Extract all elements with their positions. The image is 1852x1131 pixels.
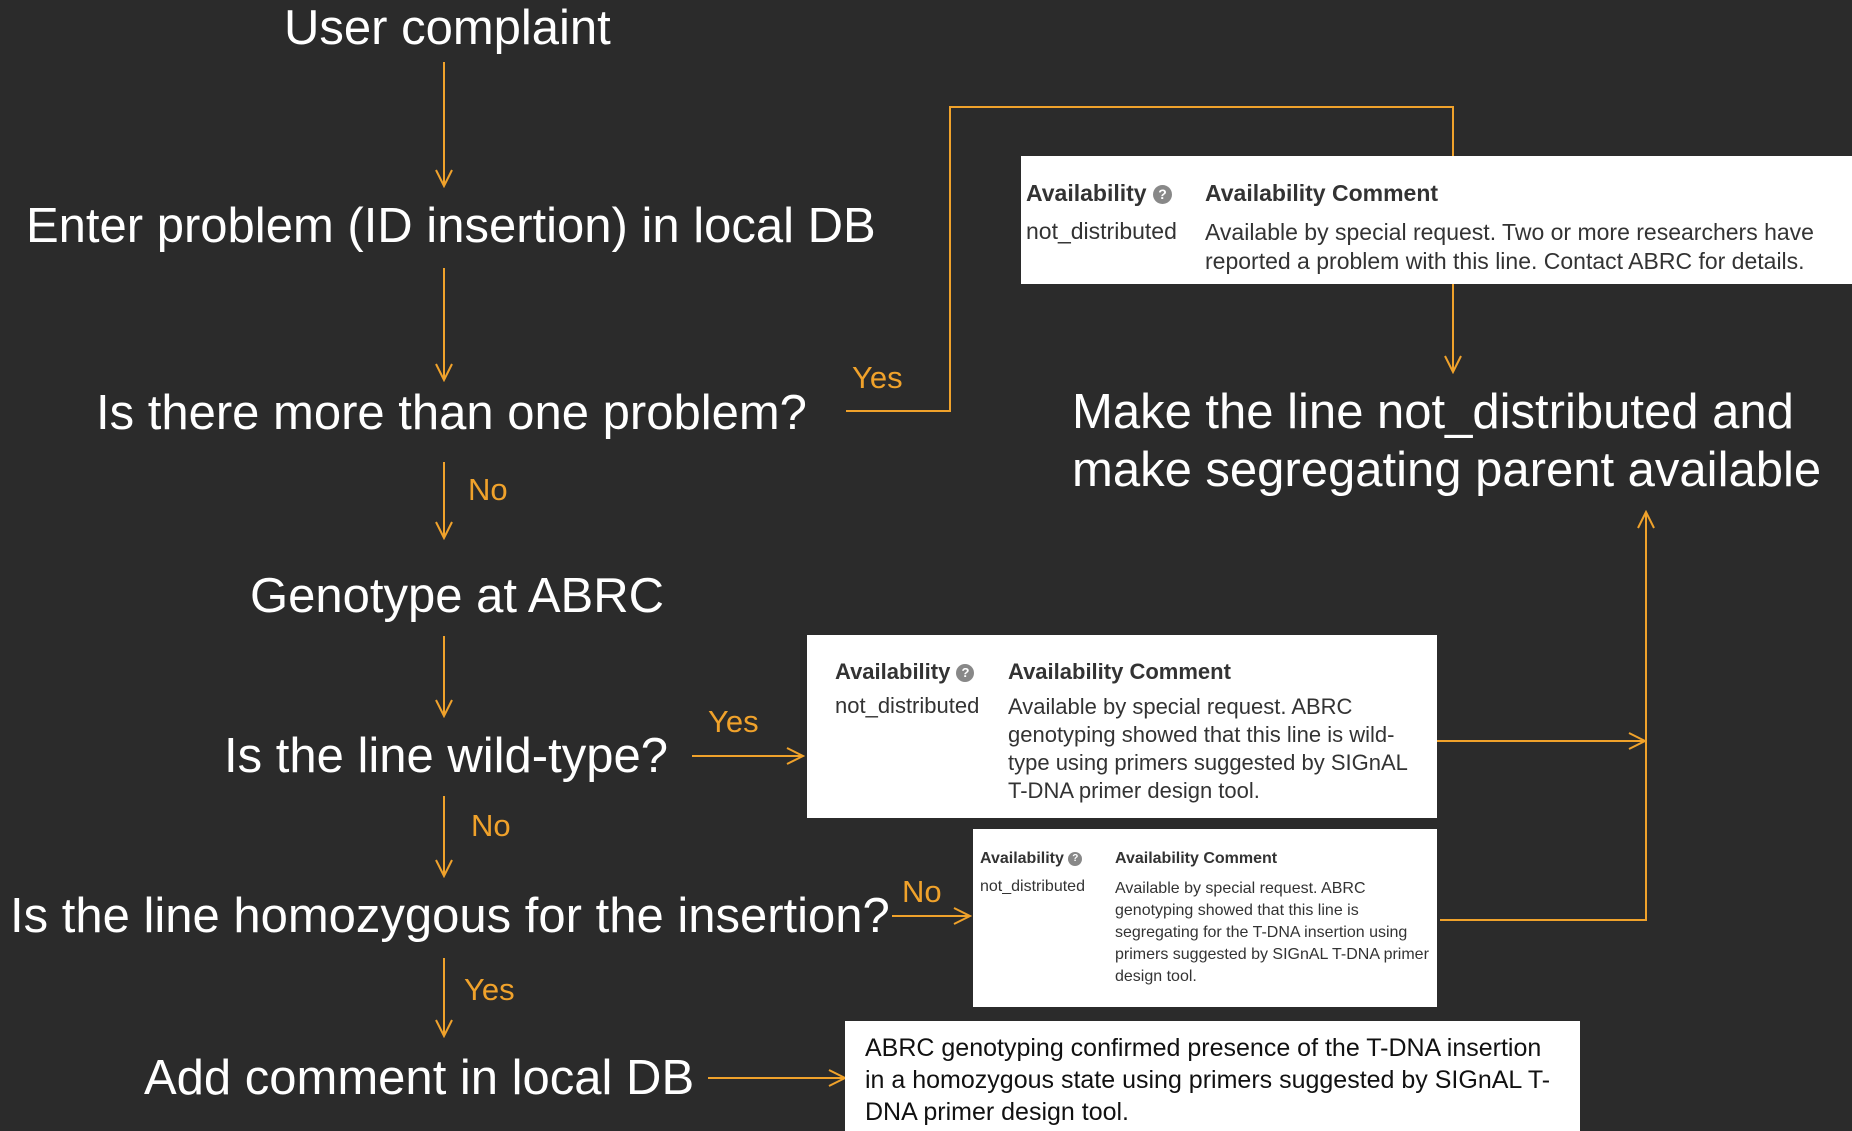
availability-header: Availability (980, 850, 1064, 867)
node-more-than-one-problem: Is there more than one problem? (96, 386, 807, 440)
availability-status: not_distributed (1026, 218, 1177, 244)
node-is-homozygous: Is the line homozygous for the insertion… (10, 889, 890, 943)
info-icon: ? (1068, 851, 1083, 866)
edge-label-no-wildtype: No (471, 808, 511, 843)
edge-label-yes-more-problems: Yes (852, 360, 903, 395)
homozygous-comment-text: ABRC genotyping confirmed presence of th… (865, 1034, 1551, 1126)
availability-comment: Available by special request. ABRC genot… (1008, 694, 1408, 803)
node-user-complaint: User complaint (284, 1, 611, 55)
info-icon: ? (1152, 185, 1172, 205)
availability-header: Availability (835, 659, 951, 684)
availability-status: not_distributed (980, 878, 1085, 895)
info-icon: ? (956, 664, 975, 683)
node-enter-problem: Enter problem (ID insertion) in local DB (26, 199, 876, 253)
edge-label-yes-wildtype: Yes (708, 704, 759, 739)
arrow-merge-to-target (1440, 512, 1646, 921)
edge-label-no-homozygous: No (902, 874, 942, 909)
availability-card-multiple-problems: Availability ? Availability Comment not_… (1021, 156, 1852, 284)
availability-card-segregating: Availability ? Availability Comment not_… (973, 829, 1437, 1007)
homozygous-comment-box: ABRC genotyping confirmed presence of th… (845, 1021, 1580, 1131)
availability-comment: Available by special request. Two or mor… (1205, 219, 1814, 274)
node-make-not-distributed: Make the line not_distributed and make s… (1072, 385, 1822, 497)
node-genotype-at-abrc: Genotype at ABRC (250, 569, 665, 623)
availability-comment-header: Availability Comment (1205, 180, 1439, 206)
availability-comment-header: Availability Comment (1008, 659, 1231, 684)
node-add-comment: Add comment in local DB (144, 1051, 695, 1105)
availability-comment-header: Availability Comment (1115, 850, 1278, 867)
availability-comment: Available by special request. ABRC genot… (1115, 880, 1429, 985)
availability-header: Availability (1026, 180, 1147, 206)
node-is-wild-type: Is the line wild-type? (224, 729, 668, 783)
availability-card-wild-type: Availability ? Availability Comment not_… (807, 635, 1437, 818)
edge-label-no-more-problems: No (468, 472, 508, 507)
availability-status: not_distributed (835, 693, 980, 718)
edge-label-yes-homozygous: Yes (464, 972, 515, 1007)
